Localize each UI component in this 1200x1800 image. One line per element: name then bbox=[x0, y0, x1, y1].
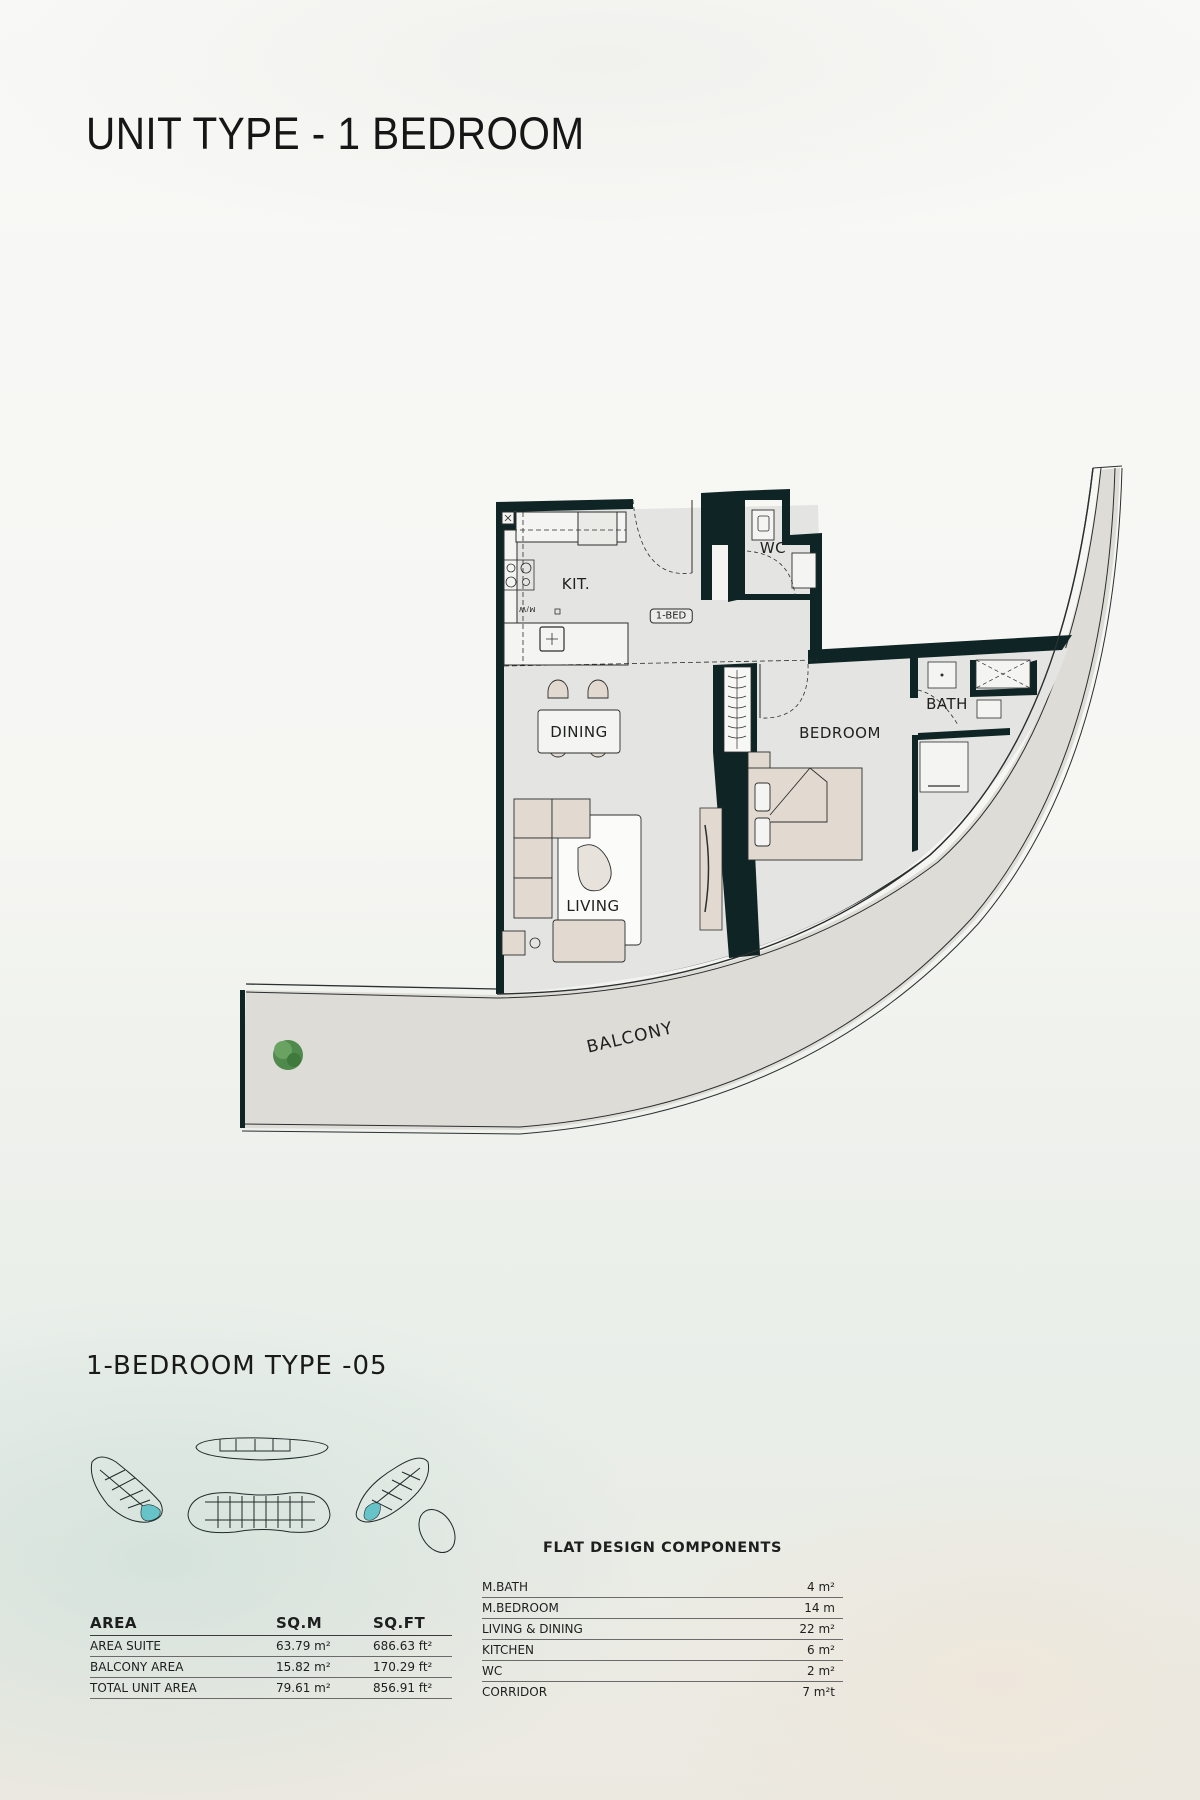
room-label-living: LIVING bbox=[566, 897, 620, 915]
component-value: 14 m bbox=[734, 1597, 843, 1619]
table-row: TOTAL UNIT AREA 79.61 m² 856.91 ft² bbox=[90, 1677, 452, 1699]
room-label-wc: WC bbox=[759, 539, 787, 557]
component-label: WC bbox=[482, 1660, 735, 1682]
unit-floor bbox=[503, 505, 1068, 993]
room-label-dining: DINING bbox=[550, 723, 608, 741]
room-label-bedroom: BEDROOM bbox=[799, 724, 881, 742]
components-title: FLAT DESIGN COMPONENTS bbox=[542, 1540, 783, 1556]
area-sqm: 15.82 m² bbox=[276, 1656, 373, 1678]
cooktop-icon bbox=[503, 559, 535, 591]
bed bbox=[747, 751, 863, 861]
area-table: AREA SQ.M SQ.FT AREA SUITE 63.79 m² 686.… bbox=[90, 1612, 452, 1699]
component-value: 4 m² bbox=[734, 1577, 843, 1598]
room-label-kitchen: KIT. bbox=[561, 575, 591, 593]
table-row: BALCONY AREA 15.82 m² 170.29 ft² bbox=[90, 1656, 452, 1678]
component-label: LIVING & DINING bbox=[482, 1618, 735, 1640]
area-sqft: 170.29 ft² bbox=[373, 1656, 452, 1678]
balcony-floor bbox=[242, 468, 1120, 1130]
component-value: 6 m² bbox=[734, 1639, 843, 1661]
table-row: AREA SUITE 63.79 m² 686.63 ft² bbox=[90, 1635, 452, 1657]
component-label: KITCHEN bbox=[482, 1639, 735, 1661]
area-label: BALCONY AREA bbox=[90, 1656, 276, 1678]
room-label-bath: BATH bbox=[926, 695, 968, 713]
unit-subtitle: 1-BEDROOM TYPE -05 bbox=[86, 1351, 388, 1381]
sofa bbox=[501, 798, 626, 963]
unit-tag: 1-BED bbox=[649, 608, 693, 624]
component-value: 22 m² bbox=[734, 1618, 843, 1640]
microwave-label: M/W bbox=[518, 605, 536, 613]
area-sqft: 856.91 ft² bbox=[373, 1677, 452, 1699]
page-title: UNIT TYPE - 1 BEDROOM bbox=[86, 108, 585, 159]
table-header-row: AREA SQ.M SQ.FT bbox=[90, 1612, 452, 1636]
area-label: TOTAL UNIT AREA bbox=[90, 1677, 276, 1699]
area-label: AREA SUITE bbox=[90, 1635, 276, 1657]
header-sqm: SQ.M bbox=[276, 1612, 373, 1636]
area-sqm: 63.79 m² bbox=[276, 1635, 373, 1657]
table-row: CORRIDOR 7 m²t bbox=[482, 1682, 843, 1703]
component-label: M.BEDROOM bbox=[482, 1597, 735, 1619]
component-label: M.BATH bbox=[482, 1577, 735, 1598]
area-sqm: 79.61 m² bbox=[276, 1677, 373, 1699]
plant-icon bbox=[273, 1040, 303, 1070]
dining-set bbox=[537, 679, 621, 758]
header-sqft: SQ.FT bbox=[373, 1612, 452, 1636]
component-value: 7 m²t bbox=[802, 1685, 835, 1699]
area-sqft: 686.63 ft² bbox=[373, 1635, 452, 1657]
component-value: 2 m² bbox=[734, 1660, 843, 1682]
header-area: AREA bbox=[90, 1612, 276, 1636]
component-label: CORRIDOR bbox=[482, 1685, 548, 1699]
